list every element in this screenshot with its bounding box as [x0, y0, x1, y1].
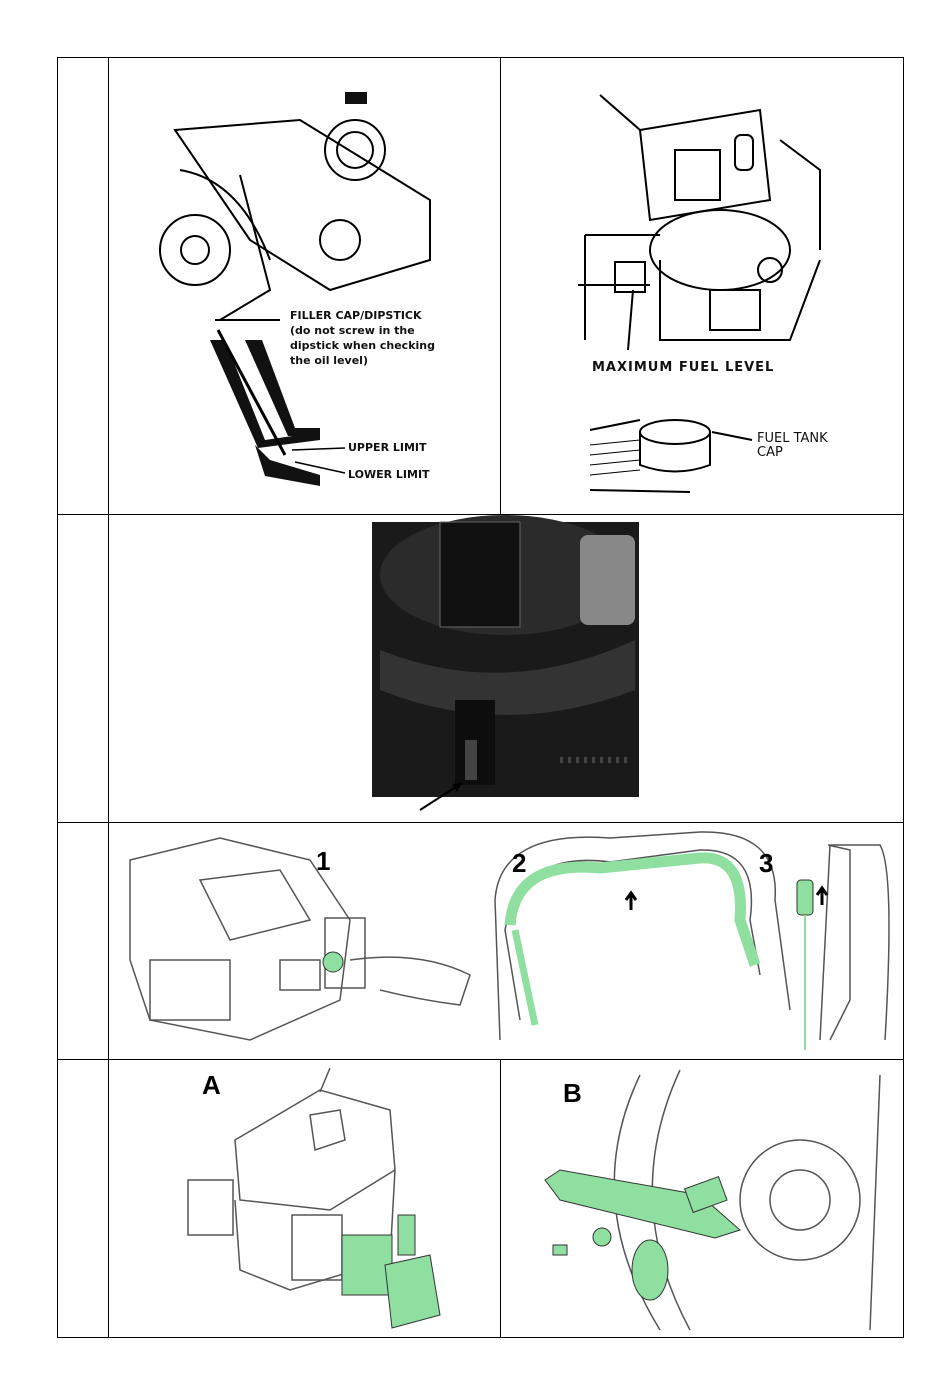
filler-note-line: the oil level) — [290, 354, 368, 367]
filler-cap-label: FILLER CAP/DIPSTICK — [290, 309, 422, 322]
step-number-3: 3 — [759, 848, 774, 878]
filler-note-line: dipstick when checking — [290, 339, 435, 352]
upper-limit-label: UPPER LIMIT — [348, 441, 427, 454]
filler-note-line: (do not screw in the — [290, 324, 415, 337]
row-divider — [57, 1059, 904, 1060]
row-divider — [57, 822, 904, 823]
step-number-1: 1 — [316, 846, 331, 876]
column-divider — [108, 57, 109, 1338]
step-number-2: 2 — [512, 848, 527, 878]
lower-limit-label: LOWER LIMIT — [348, 468, 430, 481]
fuel-tank-cap-label: CAP — [757, 445, 783, 460]
panel-label-a: A — [202, 1070, 221, 1100]
cell-divider — [500, 57, 501, 514]
table-outer-border — [57, 57, 904, 1338]
fuel-tank-cap-label: FUEL TANK — [757, 431, 828, 446]
cell-divider — [500, 1059, 501, 1338]
panel-label-b: B — [563, 1078, 582, 1108]
row-divider — [57, 514, 904, 515]
max-fuel-level-label: MAXIMUM FUEL LEVEL — [592, 360, 775, 375]
